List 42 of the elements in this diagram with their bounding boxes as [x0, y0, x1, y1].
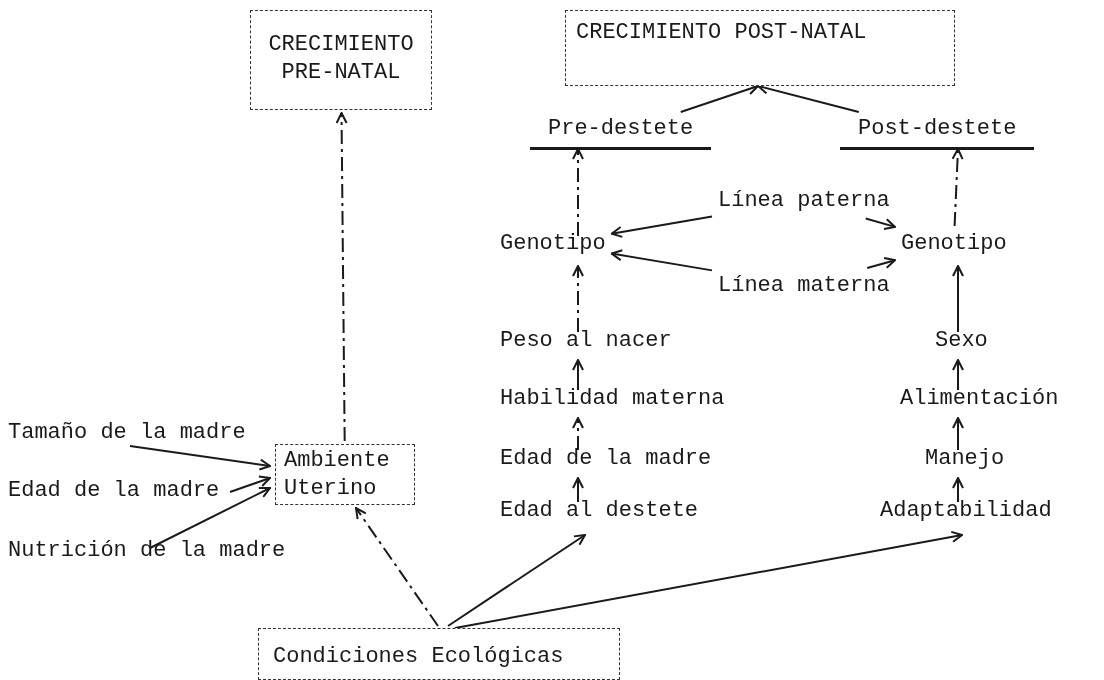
arrow	[610, 249, 713, 272]
arrow	[572, 359, 584, 391]
factor-label: Línea materna	[715, 271, 893, 301]
arrow	[864, 217, 896, 230]
arrow	[952, 417, 964, 451]
arrow	[129, 445, 271, 471]
arrow	[952, 359, 964, 391]
factor-label: Peso al nacer	[497, 326, 675, 356]
arrow	[572, 265, 584, 333]
dashed-box: CRECIMIENTO POST-NATAL	[565, 10, 955, 86]
factor-label: Tamaño de la madre	[5, 418, 249, 448]
arrow	[335, 112, 348, 442]
factor-label: Edad de la madre	[497, 444, 715, 474]
arrow	[951, 148, 964, 227]
underlined-heading: Pre-destete	[530, 115, 712, 150]
arrow	[454, 530, 963, 629]
dashed-box: CRECIMIENTO PRE-NATAL	[250, 10, 432, 110]
arrow	[149, 487, 271, 549]
factor-label: Manejo	[922, 444, 1008, 474]
factor-label: Genotipo	[497, 229, 609, 259]
factor-label: Adaptabilidad	[877, 496, 1055, 526]
factor-label: Edad al destete	[497, 496, 702, 526]
arrow	[952, 477, 964, 503]
factor-label: Genotipo	[898, 229, 1010, 259]
factor-label: Habilidad materna	[497, 384, 728, 414]
dashed-box: Ambiente Uterino	[275, 444, 415, 505]
factor-label: Edad de la madre	[5, 476, 223, 506]
arrow	[229, 475, 271, 493]
dashed-box: Condiciones Ecológicas	[258, 628, 620, 680]
arrow	[355, 507, 439, 627]
arrow	[610, 215, 713, 238]
underlined-heading: Post-destete	[840, 115, 1035, 150]
arrow	[447, 534, 586, 627]
arrow	[866, 257, 896, 269]
arrow	[572, 417, 584, 451]
arrow	[572, 477, 584, 503]
factor-label: Sexo	[932, 326, 991, 356]
arrow	[572, 148, 584, 237]
arrow	[952, 265, 964, 333]
factor-label: Línea paterna	[715, 186, 893, 216]
factor-label: Alimentación	[897, 384, 1062, 414]
factor-label: Nutrición de la madre	[5, 536, 289, 566]
